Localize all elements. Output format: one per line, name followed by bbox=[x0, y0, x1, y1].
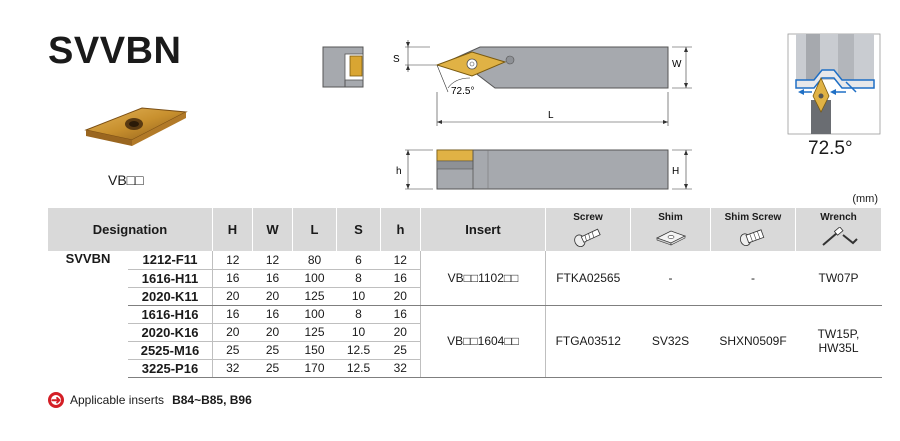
row-code: 2020-K16 bbox=[128, 323, 213, 342]
cell-s: 8 bbox=[336, 305, 381, 324]
cell-l: 80 bbox=[292, 251, 337, 270]
row-code: 2525-M16 bbox=[128, 341, 213, 360]
cell-wrench: TW07P bbox=[795, 251, 882, 306]
row-code: 1212-F11 bbox=[128, 251, 213, 270]
cell-hsmall: 16 bbox=[380, 269, 421, 288]
row-code: 1616-H11 bbox=[128, 269, 213, 288]
application-diagram bbox=[787, 33, 881, 135]
cell-l: 100 bbox=[292, 269, 337, 288]
angle-label: 72.5° bbox=[451, 86, 474, 97]
cell-w: 20 bbox=[252, 287, 293, 306]
header-w: W bbox=[252, 208, 293, 251]
tool-drawing: S 72.5° W L h bbox=[322, 33, 881, 190]
cell-hsmall: 20 bbox=[380, 287, 421, 306]
cell-shim: - bbox=[630, 251, 711, 306]
cell-w: 16 bbox=[252, 269, 293, 288]
header-designation: Designation bbox=[48, 208, 213, 251]
shim-screw-icon bbox=[739, 229, 765, 247]
spec-table: Designation H W L S h Insert Screw bbox=[48, 208, 882, 378]
cell-s: 10 bbox=[336, 287, 381, 306]
cell-l: 125 bbox=[292, 323, 337, 342]
cell-w: 20 bbox=[252, 323, 293, 342]
cell-hsmall: 25 bbox=[380, 341, 421, 360]
header-insert: Insert bbox=[420, 208, 546, 251]
cell-screw: FTKA02565 bbox=[545, 251, 631, 306]
row-code: 3225-P16 bbox=[128, 359, 213, 378]
cell-w: 16 bbox=[252, 305, 293, 324]
cell-l: 170 bbox=[292, 359, 337, 378]
header-shim: Shim bbox=[630, 208, 711, 251]
cell-hsmall: 16 bbox=[380, 305, 421, 324]
cell-s: 10 bbox=[336, 323, 381, 342]
header-s: S bbox=[336, 208, 381, 251]
arrow-right-icon: ➜ bbox=[48, 392, 64, 408]
cell-l: 125 bbox=[292, 287, 337, 306]
cell-h: 12 bbox=[212, 251, 253, 270]
shim-icon bbox=[655, 230, 686, 246]
side-view-drawing: h H bbox=[396, 149, 692, 190]
cell-s: 6 bbox=[336, 251, 381, 270]
dim-l-label: L bbox=[548, 110, 554, 121]
cell-h: 20 bbox=[212, 287, 253, 306]
top-view-drawing: S 72.5° W L bbox=[393, 40, 692, 126]
cell-hsmall: 12 bbox=[380, 251, 421, 270]
cell-h: 32 bbox=[212, 359, 253, 378]
header-h: H bbox=[212, 208, 253, 251]
screw-icon bbox=[574, 228, 601, 247]
applicable-inserts: ➜ Applicable inserts B84~B85, B96 bbox=[48, 392, 252, 408]
cell-shim-screw: - bbox=[710, 251, 796, 306]
header-hsmall: h bbox=[380, 208, 421, 251]
dim-s-label: S bbox=[393, 54, 400, 65]
header-l: L bbox=[292, 208, 337, 251]
end-view-drawing bbox=[322, 46, 364, 88]
wrench-icon bbox=[821, 227, 858, 246]
dim-w-label: W bbox=[672, 59, 682, 70]
cell-hsmall: 32 bbox=[380, 359, 421, 378]
cell-h: 16 bbox=[212, 305, 253, 324]
cell-screw: FTGA03512 bbox=[545, 305, 631, 378]
application-angle: 72.5° bbox=[808, 138, 853, 159]
cell-w: 25 bbox=[252, 359, 293, 378]
header-screw: Screw bbox=[545, 208, 631, 251]
cell-shim: SV32S bbox=[630, 305, 711, 378]
cell-s: 8 bbox=[336, 269, 381, 288]
unit-label: (mm) bbox=[852, 193, 878, 205]
cell-h: 25 bbox=[212, 341, 253, 360]
cell-l: 100 bbox=[292, 305, 337, 324]
header-shim-label: Shim bbox=[658, 212, 683, 223]
cell-hsmall: 20 bbox=[380, 323, 421, 342]
page-title: SVVBN bbox=[48, 30, 182, 72]
cell-s: 12.5 bbox=[336, 341, 381, 360]
applicable-inserts-label: Applicable inserts bbox=[70, 393, 165, 407]
insert-code: VB□□ bbox=[108, 172, 144, 188]
cell-l: 150 bbox=[292, 341, 337, 360]
header-wrench: Wrench bbox=[795, 208, 882, 251]
row-code: 1616-H16 bbox=[128, 305, 213, 324]
cell-insert: VB□□1604□□ bbox=[420, 305, 546, 378]
insert-photo bbox=[84, 107, 188, 146]
cell-h: 16 bbox=[212, 269, 253, 288]
cell-h: 20 bbox=[212, 323, 253, 342]
cell-w: 12 bbox=[252, 251, 293, 270]
series-name: SVVBN bbox=[65, 251, 111, 266]
header-screw-label: Screw bbox=[573, 212, 603, 223]
row-code: 2020-K11 bbox=[128, 287, 213, 306]
header-wrench-label: Wrench bbox=[820, 212, 857, 223]
header-shim-screw: Shim Screw bbox=[710, 208, 796, 251]
applicable-inserts-link[interactable]: B84~B85, B96 bbox=[172, 393, 252, 407]
cell-w: 25 bbox=[252, 341, 293, 360]
header-shim-screw-label: Shim Screw bbox=[724, 212, 782, 223]
cell-shim-screw: SHXN0509F bbox=[710, 305, 796, 378]
cell-s: 12.5 bbox=[336, 359, 381, 378]
cell-wrench: TW15P, HW35L bbox=[795, 305, 882, 378]
cell-insert: VB□□1102□□ bbox=[420, 251, 546, 306]
dim-h-label: h bbox=[396, 166, 402, 177]
dim-hh-label: H bbox=[672, 166, 679, 177]
